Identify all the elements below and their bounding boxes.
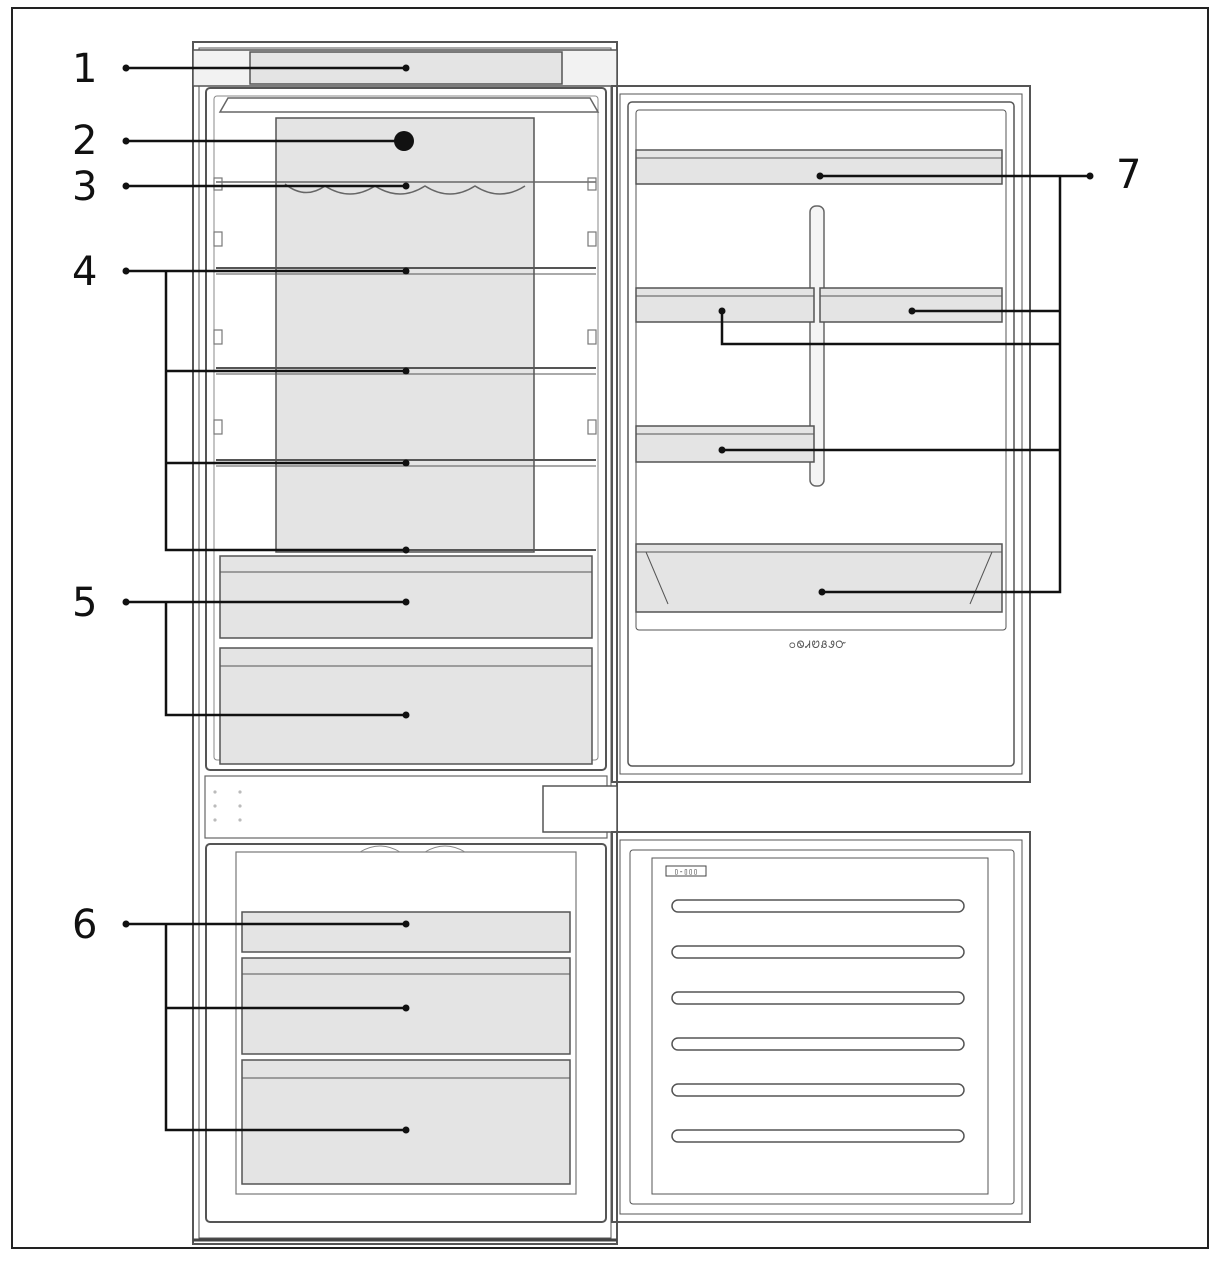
callout-7: 7 [1116,152,1141,198]
freezer-compartment [205,843,607,1223]
diagram-frame [11,7,1209,1249]
crisper-drawers [219,555,593,765]
leader-lines [126,66,1090,1132]
door-balconies [635,149,1003,613]
door-balcony [635,543,1003,613]
freezer-door-badge-text: ▯-▯▯▯ [674,867,698,876]
wine-rack [216,181,596,195]
interior-light [394,131,414,151]
freezer-drawers [241,911,571,1185]
crisper-drawer [219,647,593,765]
crisper-drawer [219,555,593,639]
callout-6: 6 [72,902,97,948]
callout-3: 3 [72,164,97,210]
callout-4: 4 [72,249,97,295]
fridge-door [611,85,1031,783]
callout-1: 1 [72,46,97,92]
callout-5: 5 [72,580,97,626]
door-balcony [819,287,1003,323]
divider-panel [204,775,618,839]
door-logo: ᴑᏫᏗᏬᏰᏭᏅ [789,640,847,651]
leader-dots [122,64,1094,1134]
freezer-door-badge: ▯-▯▯▯ [665,865,707,877]
shelf-supports [213,177,597,435]
door-divider-rail [809,205,825,487]
freezer-drawer [241,911,571,953]
freezer-door-ridges [671,899,965,1143]
freezer-drawer [241,1059,571,1185]
callout-2: 2 [72,118,97,164]
freezer-door [611,831,1031,1223]
door-balcony [635,425,815,463]
door-balcony [635,287,815,323]
